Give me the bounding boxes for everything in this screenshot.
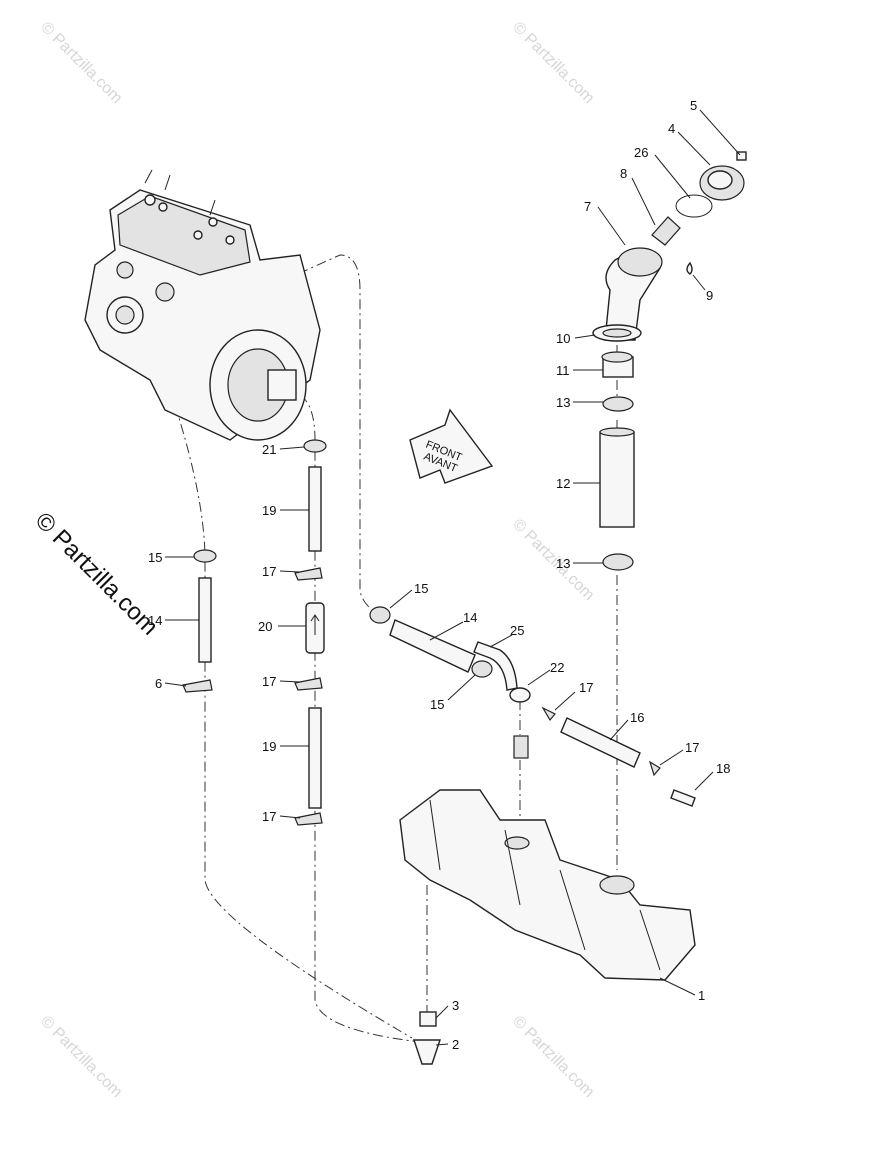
part-5-vent-valve: [736, 151, 747, 161]
callout-22: 22: [550, 660, 564, 675]
engine: [84, 169, 321, 441]
part-14-hose-mid: [389, 619, 476, 673]
part-19-hose-upper: [308, 466, 322, 552]
watermark-large: © Partzilla.com: [30, 507, 163, 640]
part-12-hose: [599, 431, 635, 528]
hose-parts: [182, 439, 696, 1065]
watermark-top-right: © Partzilla.com: [509, 19, 597, 107]
callout-11: 11: [556, 363, 570, 378]
part-13-clamp-top: [602, 396, 634, 412]
part-15-clamp-mid-upper: [369, 606, 391, 624]
callout-10: 10: [556, 331, 570, 346]
callout-18: 18: [716, 761, 730, 776]
part-17-clip-a: [294, 567, 323, 581]
part-1-fuel-tank: [399, 789, 696, 981]
callout-13-top: 13: [556, 395, 570, 410]
part-15-clamp-left: [193, 549, 217, 563]
part-6-clip: [182, 679, 213, 693]
part-17-clip-b: [294, 677, 323, 691]
callout-17-c: 17: [262, 809, 276, 824]
callout-15-left: 15: [148, 550, 162, 565]
part-9-drop: [686, 261, 693, 275]
callout-17-b: 17: [262, 674, 276, 689]
fuel-tank: [399, 789, 696, 981]
callout-26: 26: [634, 145, 648, 160]
callout-16: 16: [630, 710, 644, 725]
callout-1: 1: [698, 988, 705, 1003]
callout-7: 7: [584, 199, 591, 214]
callout-2: 2: [452, 1037, 459, 1052]
part-14-hose-left: [198, 577, 212, 663]
part-22-tee: [509, 687, 531, 703]
callout-14-mid: 14: [463, 610, 477, 625]
watermark-bottom-right: © Partzilla.com: [509, 1013, 597, 1101]
watermark-middle-right: © Partzilla.com: [509, 516, 597, 604]
part-16-hose: [560, 717, 641, 768]
callout-6: 6: [155, 676, 162, 691]
part-3-grommet: [419, 1011, 437, 1027]
front-arrow: FRONT AVANT: [409, 408, 494, 484]
part-2-elbow: [413, 1039, 441, 1065]
callout-14-left: 14: [148, 613, 162, 628]
part-17-clip-d: [541, 706, 556, 722]
callout-17-d: 17: [579, 680, 593, 695]
callout-8: 8: [620, 166, 627, 181]
callout-21: 21: [262, 442, 276, 457]
callout-19-upper: 19: [262, 503, 276, 518]
watermark-bottom-left: © Partzilla.com: [37, 1013, 125, 1101]
filler-parts: [592, 151, 747, 571]
part-19-hose-lower: [308, 707, 322, 809]
callout-12: 12: [556, 476, 570, 491]
callout-13-bottom: 13: [556, 556, 570, 571]
part-25-tube: [473, 641, 518, 691]
callouts: 5 4 26 8 7 9 10 11 13 12 13 21 19 17 20 …: [148, 98, 730, 1052]
part-18-fitting: [670, 789, 696, 807]
callout-17-e: 17: [685, 740, 699, 755]
watermarks: © Partzilla.com © Partzilla.com © Partzi…: [30, 19, 598, 1101]
callout-25: 25: [510, 623, 524, 638]
part-8-strainer: [651, 216, 681, 246]
part-21-clamp: [303, 439, 327, 453]
callout-15-mid-lower: 15: [430, 697, 444, 712]
part-26-o-ring: [675, 194, 713, 218]
callout-15-mid-upper: 15: [414, 581, 428, 596]
callout-3: 3: [452, 998, 459, 1013]
callout-4: 4: [668, 121, 675, 136]
part-15-clamp-mid-lower: [471, 660, 493, 678]
callout-17-a: 17: [262, 564, 276, 579]
leader-lines: [164, 109, 741, 1046]
callout-20: 20: [258, 619, 272, 634]
watermark-top-left: © Partzilla.com: [37, 19, 125, 107]
part-17-clip-e: [648, 760, 661, 777]
callout-5: 5: [690, 98, 697, 113]
part-13-clamp-bottom: [602, 553, 634, 571]
callout-19-lower: 19: [262, 739, 276, 754]
part-17-clip-c: [294, 812, 323, 826]
callout-9: 9: [706, 288, 713, 303]
